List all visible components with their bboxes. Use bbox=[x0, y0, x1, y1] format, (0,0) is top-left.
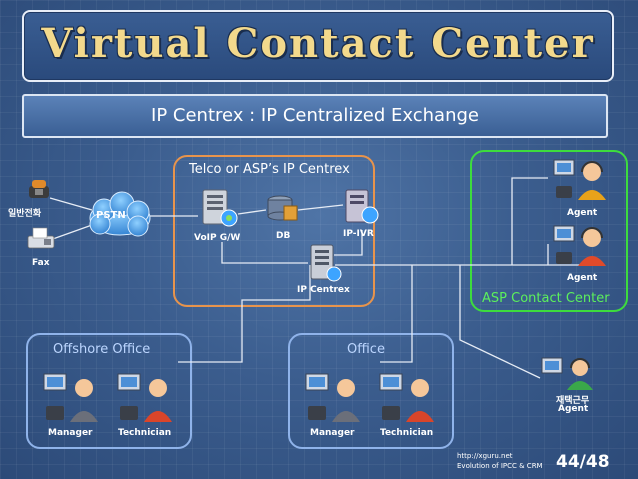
voip-gateway-icon bbox=[202, 189, 238, 227]
telephone-icon bbox=[29, 180, 49, 198]
telco-region bbox=[173, 155, 375, 307]
db-ivr-link bbox=[297, 204, 344, 211]
agent-workstation-icon bbox=[553, 159, 606, 200]
technician-workstation-icon bbox=[379, 373, 434, 422]
office-link bbox=[380, 265, 413, 363]
ip-centrex-server-icon bbox=[310, 244, 342, 282]
ip-centrex-label: IP Centrex bbox=[297, 285, 350, 295]
technician-workstation-icon bbox=[117, 373, 172, 422]
home-agent-link bbox=[459, 265, 541, 379]
offshore-link bbox=[178, 265, 311, 363]
home-agent-label-line2: Agent bbox=[558, 404, 589, 414]
page-number: 44/48 bbox=[556, 452, 610, 472]
offshore-region-label: Offshore Office bbox=[53, 342, 151, 357]
offshore-technician-label: Technician bbox=[118, 428, 172, 438]
database-icon bbox=[267, 195, 298, 221]
voip-db-link bbox=[237, 209, 267, 215]
fax-icon bbox=[27, 227, 55, 249]
offshore-manager-label: Manager bbox=[48, 428, 93, 438]
footer-url: http://xguru.net bbox=[457, 452, 513, 460]
footer-source-title: Evolution of IPCC & CRM bbox=[457, 462, 543, 470]
agent-1-label: Agent bbox=[567, 208, 598, 218]
subtitle-banner: IP Centrex : IP Centralized Exchange bbox=[22, 94, 608, 138]
office-manager-label: Manager bbox=[310, 428, 355, 438]
database-label: DB bbox=[276, 231, 291, 241]
fax-pstn-link bbox=[49, 224, 93, 241]
offshore-region bbox=[26, 333, 192, 449]
page-title: Virtual Contact Center bbox=[41, 20, 595, 67]
ip-ivr-server-icon bbox=[345, 189, 379, 224]
agent-workstation-icon bbox=[553, 225, 606, 266]
voip-gateway-label: VoIP G/W bbox=[194, 233, 241, 243]
manager-workstation-icon bbox=[43, 373, 98, 422]
home-agent-workstation-icon bbox=[541, 357, 593, 390]
home-agent-label-line1: 재택근무 bbox=[556, 396, 590, 406]
agent-2-label: Agent bbox=[567, 273, 598, 283]
manager-workstation-icon bbox=[305, 373, 360, 422]
fax-label: Fax bbox=[32, 258, 50, 268]
office-region bbox=[288, 333, 454, 449]
telco-region-label: Telco or ASP’s IP Centrex bbox=[189, 162, 350, 177]
office-region-label: Office bbox=[347, 342, 385, 357]
office-technician-label: Technician bbox=[380, 428, 434, 438]
pstn-cloud-icon bbox=[89, 191, 151, 237]
voip-centrex-link bbox=[221, 242, 308, 264]
footer-source: http://xguru.net Evolution of IPCC & CRM bbox=[457, 451, 543, 471]
ivr-centrex-link bbox=[334, 230, 363, 256]
phone-pstn-link bbox=[49, 197, 93, 211]
telephone-label: 일반전화 bbox=[8, 209, 42, 219]
title-banner: Virtual Contact Center bbox=[22, 10, 614, 82]
asp-region-label: ASP Contact Center bbox=[482, 291, 610, 306]
ip-ivr-label: IP-IVR bbox=[343, 229, 374, 239]
agent1-link bbox=[511, 177, 548, 265]
page-subtitle: IP Centrex : IP Centralized Exchange bbox=[151, 105, 479, 126]
pstn-label: PSTN bbox=[96, 210, 126, 221]
asp-region bbox=[470, 150, 628, 312]
